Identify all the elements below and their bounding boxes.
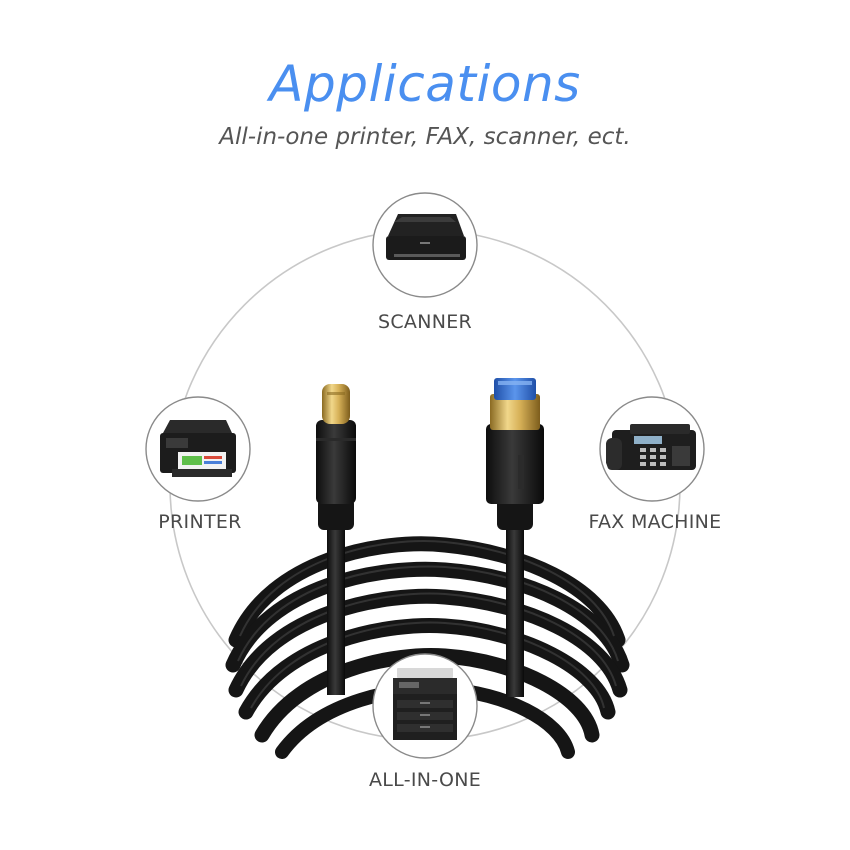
all-in-one-copier-icon (393, 668, 457, 740)
page-title: Applications (269, 55, 581, 113)
printer-label: PRINTER (158, 511, 242, 533)
printer-icon (160, 420, 236, 477)
all-in-one-node (372, 653, 478, 759)
printer-node (145, 396, 251, 502)
all-in-one-label: ALL-IN-ONE (368, 769, 482, 791)
scanner-node (372, 192, 478, 298)
usb-b-plug (486, 378, 544, 697)
fax-machine-icon (606, 424, 696, 470)
scanner-label: SCANNER (377, 311, 473, 333)
fax-machine-label: FAX MACHINE (588, 511, 722, 533)
usb-c-plug (316, 384, 356, 695)
page-subtitle: All-in-one printer, FAX, scanner, ect. (219, 124, 631, 150)
scanner-icon (386, 214, 466, 260)
fax-node (599, 396, 705, 502)
